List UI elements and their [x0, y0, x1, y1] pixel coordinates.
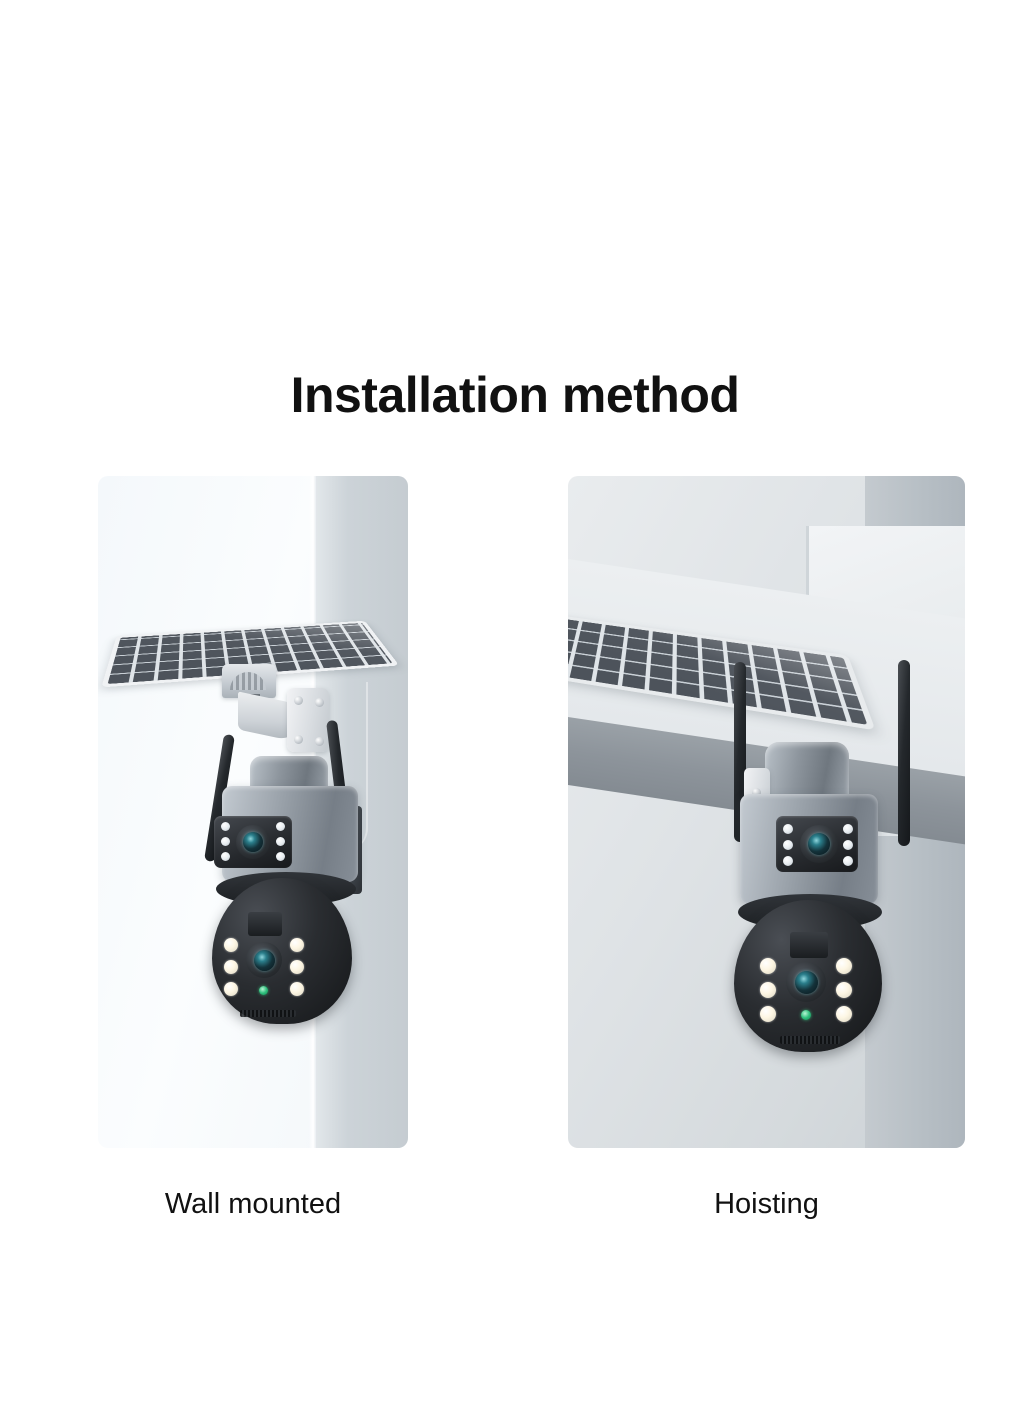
ir-led	[843, 824, 853, 834]
ir-led	[843, 840, 853, 850]
ir-led	[843, 856, 853, 866]
mount-screw	[752, 788, 761, 797]
spot-led	[836, 982, 852, 998]
bracket-screw	[294, 735, 303, 744]
power-cable	[344, 682, 368, 852]
ir-led	[276, 852, 285, 861]
dome-lens-glass	[254, 950, 275, 971]
spot-led	[836, 1006, 852, 1022]
dome-sensor-bar	[248, 912, 282, 936]
ir-led	[221, 852, 230, 861]
ir-led	[783, 840, 793, 850]
upper-lens-glass	[808, 833, 830, 855]
spot-led	[836, 958, 852, 974]
caption-hoisting: Hoisting	[714, 1188, 819, 1220]
installation-panels	[0, 476, 1030, 1148]
status-led	[801, 1010, 811, 1020]
dome-vent	[240, 1010, 296, 1017]
spot-led	[224, 960, 238, 974]
spot-led	[290, 960, 304, 974]
spot-led	[760, 982, 776, 998]
dome-sensor-bar	[790, 932, 828, 958]
spot-led	[290, 982, 304, 996]
panel-hoisting[interactable]	[568, 476, 965, 1148]
spot-led	[224, 938, 238, 952]
panel-wall-mounted[interactable]	[98, 476, 408, 1148]
page-title: Installation method	[290, 367, 740, 423]
ir-led	[221, 837, 230, 846]
spot-led	[760, 1006, 776, 1022]
ir-led	[783, 856, 793, 866]
antenna-right	[898, 660, 910, 846]
dome-vent	[780, 1036, 840, 1044]
spot-led	[290, 938, 304, 952]
camera-top-cylinder	[765, 742, 849, 804]
ir-led	[276, 822, 285, 831]
upper-lens-glass	[243, 832, 263, 852]
bracket-screw	[315, 698, 324, 707]
spot-led	[760, 958, 776, 974]
status-led	[259, 986, 268, 995]
ir-led	[783, 824, 793, 834]
ir-led	[221, 822, 230, 831]
scene-hoisting	[568, 476, 965, 1148]
bracket-screw	[315, 737, 324, 746]
caption-wall-mounted: Wall mounted	[164, 1188, 342, 1220]
bracket-screw	[294, 696, 303, 705]
ir-led	[276, 837, 285, 846]
scene-wall-mounted	[98, 476, 408, 1148]
spot-led	[224, 982, 238, 996]
ptz-dome	[212, 878, 352, 1024]
dome-lens-glass	[795, 971, 818, 994]
solar-bracket-teeth	[230, 672, 266, 690]
